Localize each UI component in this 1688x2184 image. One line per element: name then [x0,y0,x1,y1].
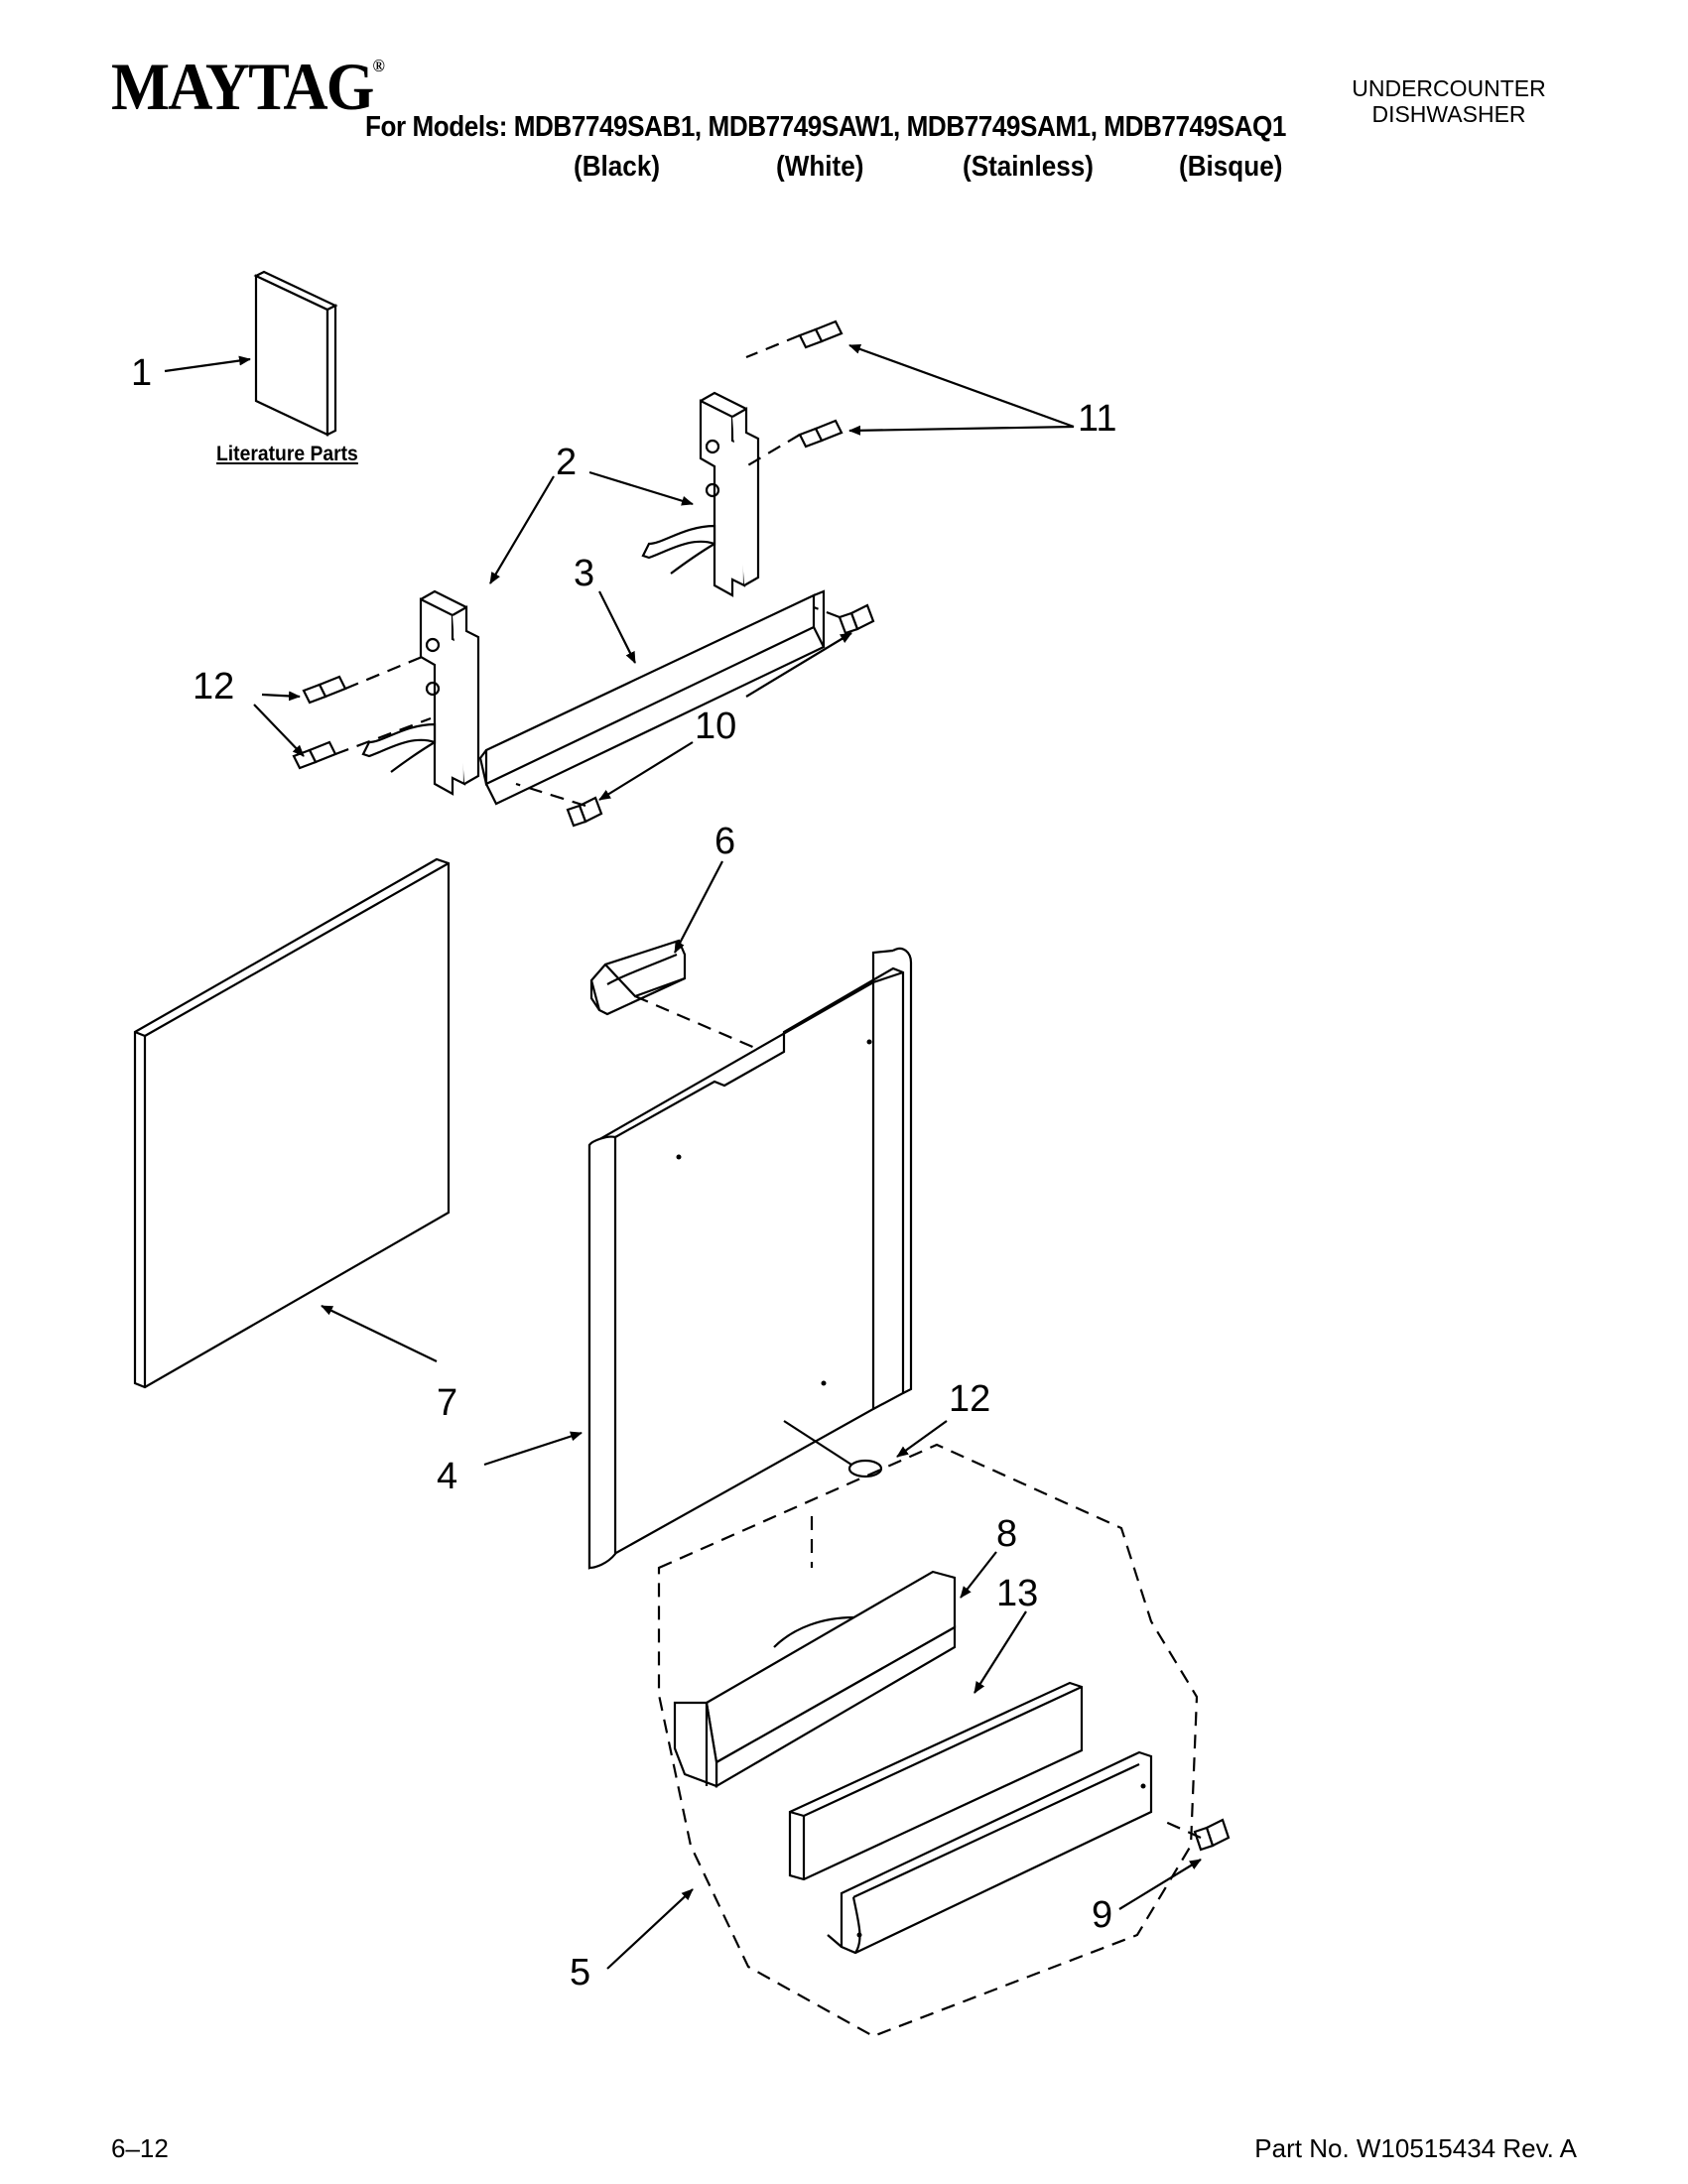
color-bisque: (Bisque) [1179,151,1283,183]
product-type: UNDERCOUNTER DISHWASHER [1330,75,1568,127]
color-black: (Black) [574,151,661,183]
callout-6: 6 [714,821,735,862]
callout-12-lower: 12 [949,1378,990,1420]
callout-4: 4 [437,1456,457,1497]
handle-guide-line [634,994,765,1054]
part-number: Part No. W10515434 Rev. A [1254,2133,1577,2163]
registered-mark: ® [372,56,385,75]
toe-kick [827,1750,1153,1955]
color-white: (White) [776,151,864,183]
callout-1: 1 [131,352,152,394]
callout-3: 3 [574,553,594,594]
door-panel [133,857,451,1389]
callout-8: 8 [996,1513,1017,1555]
brand-name: MAYTAG [111,49,374,124]
door-rail [478,589,826,806]
access-panel [673,1570,957,1788]
right-door-bracket [641,391,760,597]
callout-9: 9 [1092,1894,1112,1936]
left-door-bracket [361,589,480,796]
callout-5: 5 [570,1952,590,1993]
page-number: 6–12 [111,2133,169,2163]
callout-numbers: 1 2 3 4 5 6 7 8 9 10 11 12 12 13 [131,352,1116,1993]
insulation-strip [788,1681,1084,1881]
screw-guide-lines [334,333,1202,1840]
literature-parts-label: Literature Parts [216,443,358,465]
models-line: For Models: MDB7749SAB1, MDB7749SAW1, MD… [365,111,1286,143]
callout-10: 10 [695,706,736,747]
product-line-1: UNDERCOUNTER [1352,75,1546,101]
literature-book [253,270,338,437]
callout-7: 7 [437,1382,457,1424]
callout-12-upper: 12 [193,666,234,707]
maytag-logo: MAYTAG® [111,48,385,126]
outer-door [587,947,913,1570]
callout-13: 13 [996,1573,1038,1614]
toe-kick-group-outline [657,1443,1199,2038]
color-stainless: (Stainless) [963,151,1095,183]
leader-lines [164,343,1202,1970]
product-line-2: DISHWASHER [1371,101,1526,127]
callout-11: 11 [1078,398,1116,440]
door-handle [589,939,687,1016]
callout-2: 2 [556,442,577,483]
screws [292,320,1231,1852]
